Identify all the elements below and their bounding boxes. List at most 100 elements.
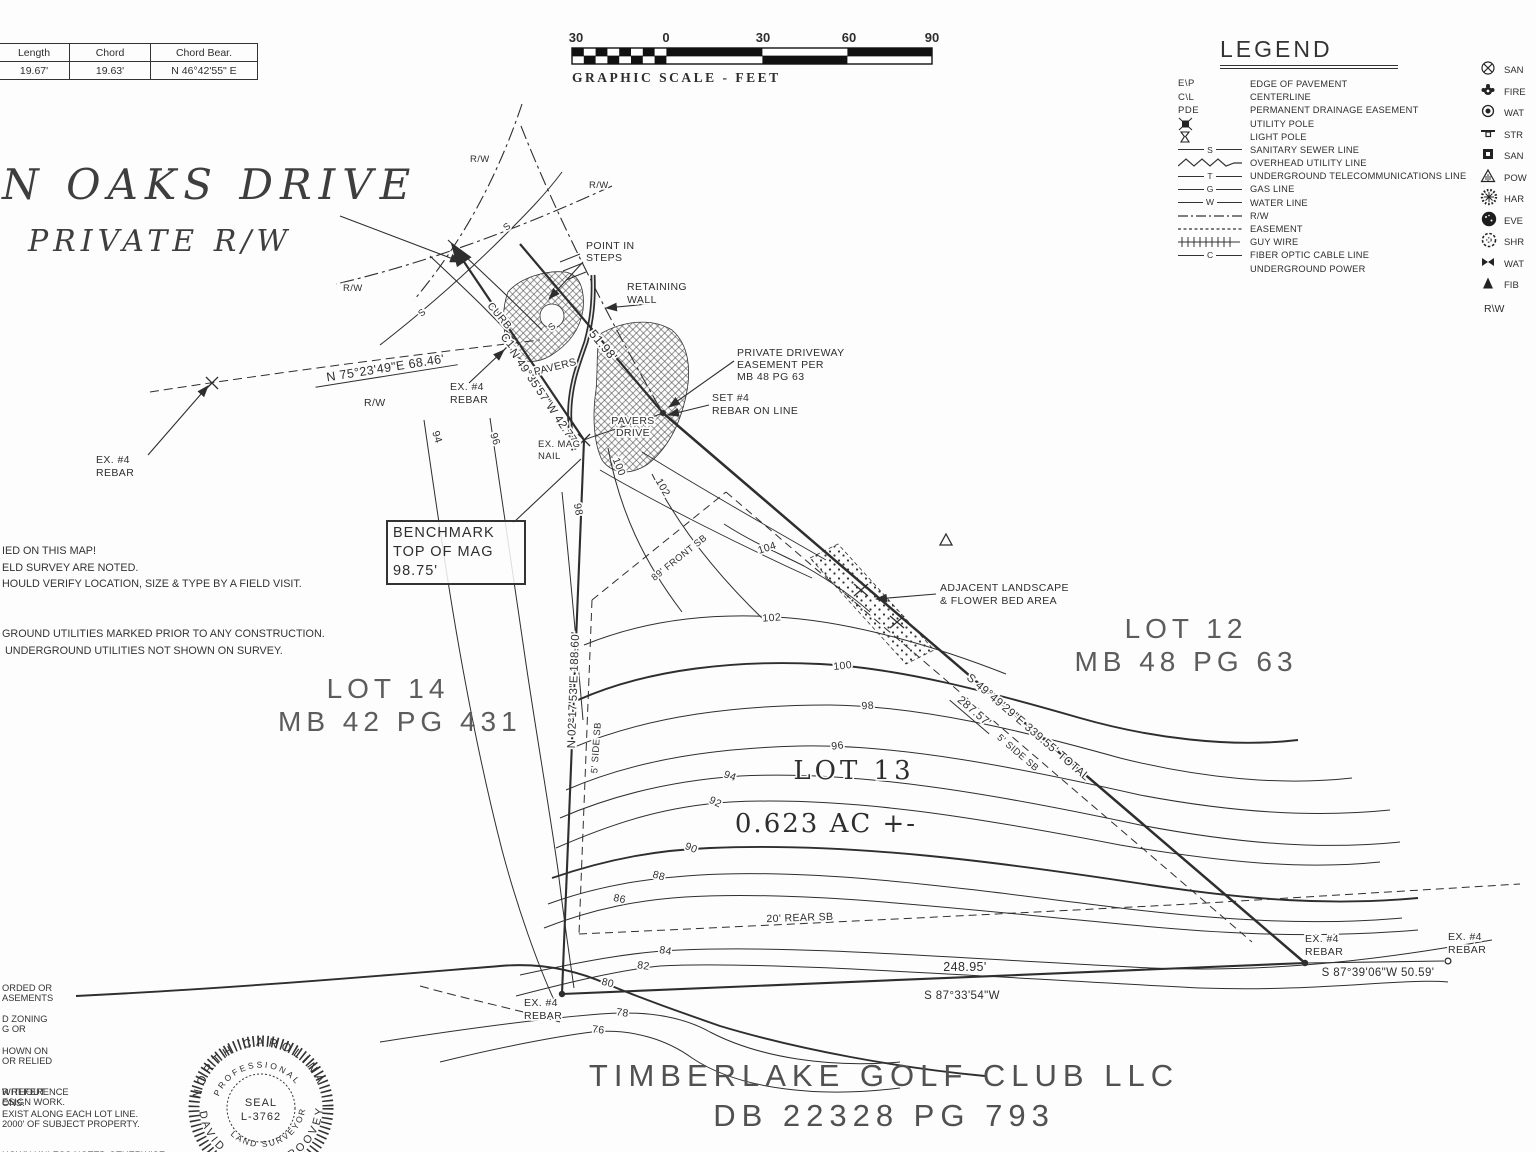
lot13-label: LOT 13 [793,756,914,786]
wall-l1: RETAINING [627,281,687,293]
rw-label-1: R/W [343,283,363,294]
svg-text:PROFESSIONAL: PROFESSIONAL [211,1060,303,1098]
lot-boundary [450,242,1445,996]
scale-tick: 60 [841,30,857,45]
svg-text:94: 94 [722,768,738,784]
setback-lines [578,491,1521,943]
svg-text:94: 94 [429,429,444,445]
seal-number: L-3762 [241,1111,281,1123]
svg-text:80: 80 [600,976,615,991]
legend-right-column: SAN FIRE WAT STR SAN POW HAR EVE SHR WAT… [1480,60,1536,315]
evergreen-tree-icon [1480,210,1504,233]
guy-wire-icon [1178,235,1250,249]
svg-text:N 75°23'49"E 68.46': N 75°23'49"E 68.46' [325,352,445,384]
shrub-icon [1480,231,1504,254]
ex-rebar4-l2: REBAR [1305,946,1343,958]
rw-label-4: R/W [364,397,386,409]
steps-l1: POINT IN [586,240,635,252]
svg-text:88: 88 [651,869,666,884]
water-valve-icon [1480,254,1504,275]
adj-landscape-l1: ADJACENT LANDSCAPE [940,582,1069,594]
curve-chord-value: 19.63' [69,61,151,80]
street-sign-icon [1480,125,1504,146]
road-private-rw: PRIVATE R/W [28,224,293,259]
ex-rebar5-l2: REBAR [1448,944,1486,956]
scale-tick: 30 [568,30,584,45]
lot13-area: 0.623 AC +- [735,809,917,839]
svg-text:76: 76 [591,1023,605,1036]
surveyor-seal: NORTH CAROLINA PROFESSIONAL LAND SURVEYO… [188,1035,334,1152]
set-rebar-l2: REBAR ON LINE [712,405,798,417]
retaining-wall [567,274,596,451]
curve-col-bearing: Chord Bear. [150,43,258,62]
water-meter-icon [1480,103,1504,124]
ex-rebar4-l1: EX. #4 [1305,933,1339,945]
adj-landscape-l2: & FLOWER BED AREA [940,595,1057,607]
priv-drwy-l3: MB 48 PG 63 [737,371,804,383]
ex-rebar1-l2: REBAR [96,467,134,479]
legend-title: LEGEND [1220,36,1333,62]
bearing-n7523: N 75°23'49"E 68.46' [315,350,458,388]
seal-professional: PROFESSIONAL [211,1060,300,1098]
scale-tick: 30 [755,30,771,45]
svg-text:98: 98 [861,700,874,713]
side-sb-west: 5' SIDE SB [589,722,604,774]
svg-text:84: 84 [658,944,672,958]
svg-text:96: 96 [487,431,502,447]
ex-rebar5-l1: EX. #4 [1448,931,1482,943]
svg-text:104: 104 [756,540,778,557]
fiber-optic-line-icon: C [1178,251,1243,260]
sanitary-sewer-line-icon: S [1178,146,1243,155]
underground-telecom-icon: T [1178,172,1243,181]
bearing-s8739: S 87°39'06"W 50.59' [1322,967,1435,979]
ex-rebar3-l1: EX. #4 [524,997,558,1009]
edge-of-pavement-abbr: E\P [1178,78,1195,90]
benchmark-box: BENCHMARK TOP OF MAG 98.75' [386,520,526,585]
ex-rebar3-l2: REBAR [524,1010,562,1022]
dashed-ties [149,339,561,1023]
sanitary-manhole-icon [1480,60,1504,81]
wall-l2: WALL [627,294,657,306]
rear-sb: 20' REAR SB [766,911,833,925]
seal-name-left: DAVID [196,1110,225,1152]
light-pole-icon [1178,130,1250,144]
priv-drwy-l2: EASEMENT PER [737,359,824,371]
easement-line-icon [1178,226,1250,232]
svg-text:98: 98 [571,502,585,516]
bearing-s8733: S 87°33'54"W [924,990,1000,1002]
scale-caption: GRAPHIC SCALE - FEET [572,70,781,85]
scale-tick: 90 [924,30,940,45]
gas-line-icon: G [1178,185,1242,194]
rw-line-icon [1178,213,1250,219]
scale-bar-graphic [571,47,933,65]
benchmark-l2: TOP OF MAG [393,544,494,560]
legend-rw-footer: R\W [1484,302,1505,315]
legend-rule [1220,65,1398,70]
priv-drwy-l1: PRIVATE DRIVEWAY [737,347,845,359]
monument-marks [205,339,1452,998]
contour-lines [75,417,1493,1093]
curve-bearing-value: N 46°42'55" E [150,61,258,80]
overhead-utility-icon [1178,156,1250,170]
pavers-drive-l2: DRIVE [616,427,650,439]
contour-labels: 94 96 98 100 102 104 102 100 98 96 94 92… [428,428,877,1039]
svg-text:78: 78 [615,1006,629,1020]
rw-label-3: R/W [589,180,609,191]
pde-abbr: PDE [1178,104,1200,116]
bearing-n0217: N 02°17'53"E 188.60' [566,631,582,748]
rw-label-2: R/W [470,154,490,165]
ex-rebar1-l1: EX. #4 [96,454,130,466]
svg-text:100: 100 [833,659,853,673]
road-name: N OAKS DRIVE [2,160,418,209]
svg-text:102: 102 [762,611,782,624]
benchmark-elevation: 98.75' [393,563,439,579]
svg-text:90: 90 [683,840,699,856]
fire-hydrant-icon [1480,82,1504,103]
